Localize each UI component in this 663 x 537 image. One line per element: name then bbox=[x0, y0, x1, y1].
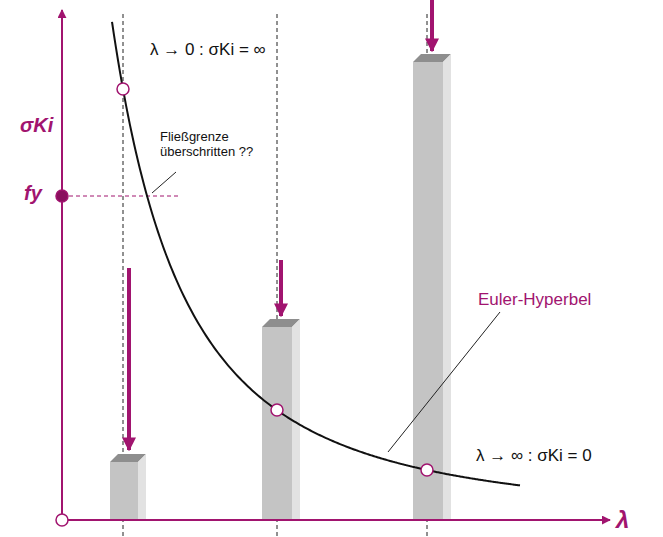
note: Fließgrenze überschritten ?? bbox=[160, 130, 260, 160]
euler-curve bbox=[112, 22, 520, 486]
curve-points bbox=[56, 83, 433, 526]
axis-label: σKi bbox=[20, 114, 53, 137]
axis-label: λ bbox=[616, 506, 629, 534]
yield-point bbox=[56, 190, 68, 202]
limit-note: λ → 0 : σKi = ∞ bbox=[150, 40, 266, 60]
limit-note: λ → ∞ : σKi = 0 bbox=[476, 446, 592, 466]
curve-label: Euler-Hyperbel bbox=[478, 290, 591, 310]
axes bbox=[62, 10, 610, 520]
load-arrows bbox=[129, 0, 432, 450]
leader-line bbox=[388, 312, 500, 452]
yield-line bbox=[62, 196, 178, 197]
axis-value: fy bbox=[24, 182, 42, 205]
leader-line bbox=[152, 172, 176, 193]
columns bbox=[110, 54, 451, 520]
